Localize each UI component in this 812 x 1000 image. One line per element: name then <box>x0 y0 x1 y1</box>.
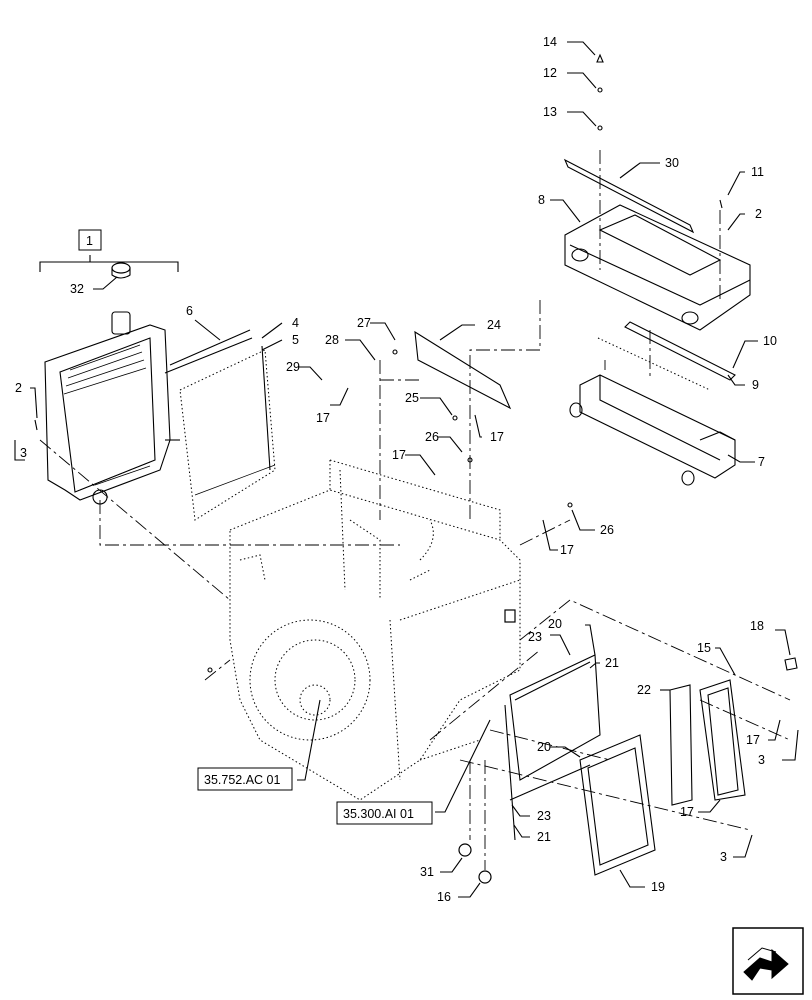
bracket-24 <box>414 330 512 410</box>
main-frame <box>229 459 521 801</box>
radiator <box>44 311 180 505</box>
top-cover <box>563 158 751 331</box>
callout-14: 14 <box>543 35 557 49</box>
callout-21-a: 21 <box>605 656 619 670</box>
screen-panels <box>164 329 276 521</box>
callout-28: 28 <box>325 333 339 347</box>
callout-3-left: 3 <box>20 446 27 460</box>
assembly-bracket <box>39 229 179 272</box>
callout-21-b: 21 <box>537 830 551 844</box>
callout-4: 4 <box>292 316 299 330</box>
callout-30: 30 <box>665 156 679 170</box>
callout-16: 16 <box>437 890 451 904</box>
callout-22: 22 <box>637 683 651 697</box>
callout-12: 12 <box>543 66 557 80</box>
hardware <box>34 53 798 884</box>
callout-13: 13 <box>543 105 557 119</box>
callout-20-a: 20 <box>548 617 562 631</box>
callout-29: 29 <box>286 360 300 374</box>
callout-labels: 14 12 13 30 11 8 2 1 32 6 4 5 27 24 28 1… <box>15 35 777 904</box>
callout-32: 32 <box>70 282 84 296</box>
callout-9: 9 <box>752 378 759 392</box>
callout-23-b: 23 <box>537 809 551 823</box>
callout-17-b: 17 <box>490 430 504 444</box>
callout-3-right: 3 <box>758 753 765 767</box>
callout-20-b: 20 <box>537 740 551 754</box>
callout-15: 15 <box>697 641 711 655</box>
callout-18: 18 <box>750 619 764 633</box>
callout-31: 31 <box>420 865 434 879</box>
callout-24: 24 <box>487 318 501 332</box>
callout-3-bottom: 3 <box>720 850 727 864</box>
callout-26-b: 26 <box>600 523 614 537</box>
callout-17-d: 17 <box>560 543 574 557</box>
callout-23-a: 23 <box>528 630 542 644</box>
callout-27: 27 <box>357 316 371 330</box>
callout-17-a: 17 <box>316 411 330 425</box>
callout-5: 5 <box>292 333 299 347</box>
callout-1: 1 <box>86 234 93 248</box>
callout-17-c: 17 <box>392 448 406 462</box>
callout-2-left: 2 <box>15 381 22 395</box>
callout-11: 11 <box>751 165 764 179</box>
callout-26-a: 26 <box>425 430 439 444</box>
callout-25: 25 <box>405 391 419 405</box>
callout-10: 10 <box>763 334 777 348</box>
radiator-cap <box>111 262 131 279</box>
callout-8: 8 <box>538 193 545 207</box>
callout-17-e: 17 <box>746 733 760 747</box>
charge-air-cooler <box>569 374 736 486</box>
assembly-lines <box>39 150 791 870</box>
callout-6: 6 <box>186 304 193 318</box>
reference-right-label: 35.300.AI 01 <box>343 807 414 821</box>
seal-strips <box>597 321 736 391</box>
callout-2-top: 2 <box>755 207 762 221</box>
reference-box-right[interactable]: 35.300.AI 01 <box>336 801 433 825</box>
callout-7: 7 <box>758 455 765 469</box>
side-panels <box>504 654 746 876</box>
reference-box-left[interactable]: 35.752.AC 01 <box>197 767 293 791</box>
callout-19: 19 <box>651 880 665 894</box>
callout-leaders <box>14 41 799 898</box>
callout-17-f: 17 <box>680 805 694 819</box>
reference-left-label: 35.752.AC 01 <box>204 773 280 787</box>
next-page-arrow-icon[interactable] <box>732 927 804 995</box>
